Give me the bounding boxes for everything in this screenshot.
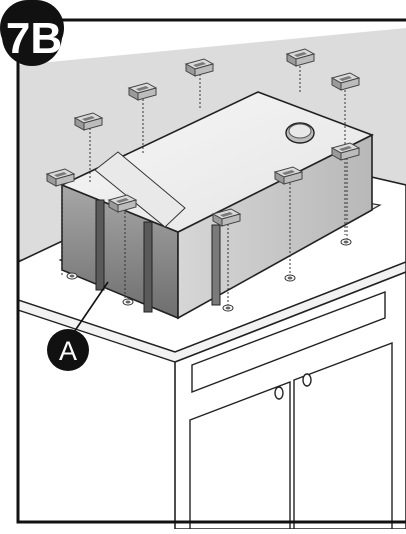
clip-guide-lines: [61, 62, 348, 306]
frame: [16, 18, 406, 524]
door-knob-icon: [274, 373, 312, 400]
cabinet: [174, 271, 406, 530]
step-badge: 7B: [0, 0, 64, 66]
callout-a: A: [47, 281, 109, 371]
callout-label: A: [59, 336, 77, 366]
sink: [60, 91, 374, 320]
drain-icon: [285, 122, 315, 144]
step-label: 7B: [6, 14, 62, 63]
drawer-panel: [191, 290, 386, 394]
